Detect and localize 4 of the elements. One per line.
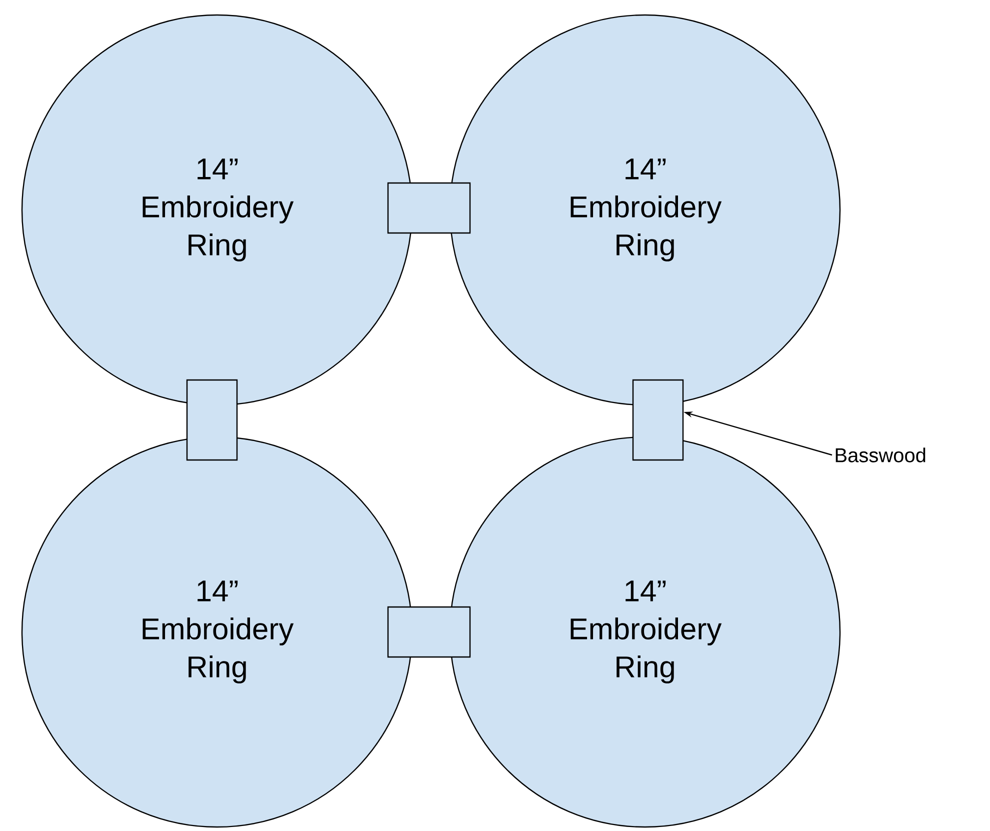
basswood-block [186,379,238,461]
basswood-block [387,606,471,658]
basswood-block [387,182,471,234]
basswood-block [632,379,684,461]
